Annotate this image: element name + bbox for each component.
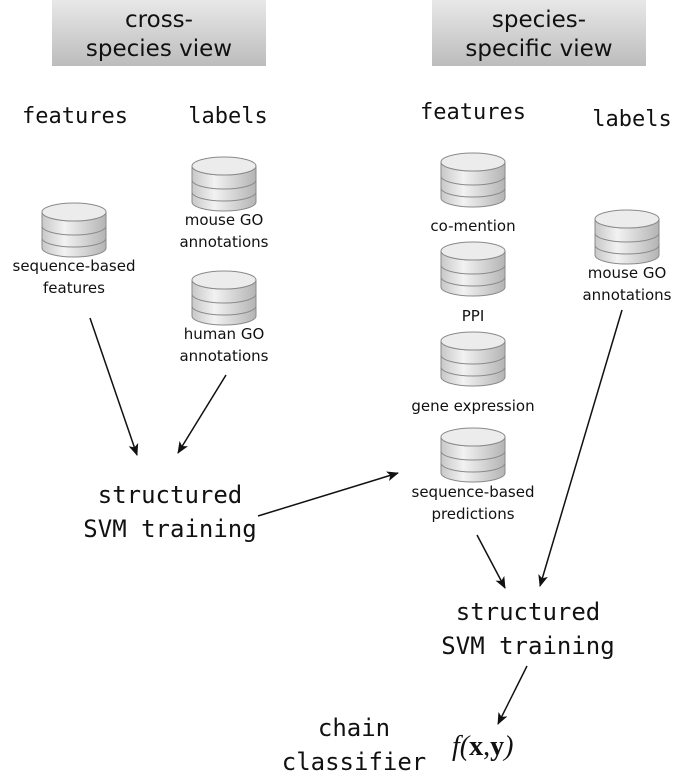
db-label-line1: sequence-based — [13, 257, 136, 275]
db-label-line1: human GO — [184, 325, 265, 343]
left-labels-header: labels — [188, 104, 267, 129]
classifier-label: classifier — [282, 748, 427, 775]
title-line1: species- — [492, 7, 586, 33]
arrow-mouse-labels-to-training — [538, 309, 623, 587]
database-icon — [440, 331, 506, 387]
mouse-go-database-left: mouse GO annotations — [179, 156, 269, 251]
right-features-header: features — [420, 100, 526, 125]
formula-f: f( — [452, 731, 471, 762]
mouse-go-database-right: mouse GO annotations — [582, 209, 672, 304]
title-line1: cross- — [125, 7, 193, 33]
db-label-line2: annotations — [179, 233, 268, 251]
formula-comma: , — [483, 731, 490, 762]
db-label-line1: mouse GO — [185, 211, 264, 229]
sequence-features-database: sequence-based features — [13, 202, 136, 297]
database-icon — [440, 241, 506, 297]
formula-y: y — [490, 731, 504, 762]
database-icon — [440, 427, 506, 483]
database-icon — [594, 209, 660, 265]
ppi-database: PPI — [440, 241, 506, 325]
database-icon — [41, 202, 107, 258]
database-icon — [191, 156, 257, 212]
arrow-training-to-classifier — [497, 665, 528, 725]
right-labels-header: labels — [592, 107, 671, 132]
db-label-line2: annotations — [179, 347, 268, 365]
database-icon — [191, 270, 257, 326]
sequence-predictions-database: sequence-based predictions — [412, 427, 535, 523]
db-label-line1: mouse GO — [588, 264, 667, 282]
left-training-line2: SVM training — [83, 515, 256, 543]
formula-x: x — [469, 731, 483, 762]
gene-expression-database: gene expression — [411, 331, 535, 415]
title-box-background — [52, 0, 266, 66]
db-label-line2: features — [43, 279, 105, 297]
left-features-header: features — [22, 104, 128, 129]
right-training-line2: SVM training — [441, 632, 614, 660]
human-go-database: human GO annotations — [179, 270, 269, 365]
database-icon — [440, 152, 506, 208]
title-line2: specific view — [465, 36, 612, 62]
species-specific-title-box: species- specific view — [432, 0, 646, 66]
classifier-formula: f(x,y) — [452, 731, 513, 762]
db-label-line2: predictions — [431, 505, 514, 523]
chain-label: chain — [318, 714, 390, 742]
arrow-labels-to-training — [177, 374, 227, 454]
left-training-line1: structured — [98, 481, 243, 509]
right-training-line1: structured — [456, 598, 601, 626]
db-label-line1: co-mention — [430, 217, 515, 235]
co-mention-database: co-mention — [430, 152, 516, 235]
db-label-line2: annotations — [582, 286, 671, 304]
title-box-background — [432, 0, 646, 66]
arrow-training-to-predictions — [257, 471, 399, 517]
arrow-features-to-training — [89, 317, 139, 456]
title-line2: species view — [86, 36, 232, 62]
db-label-line1: gene expression — [411, 397, 534, 415]
arrow-predictions-to-training — [476, 534, 506, 589]
cross-species-title-box: cross- species view — [52, 0, 266, 66]
formula-close: ) — [502, 731, 513, 762]
db-label-line1: sequence-based — [412, 483, 535, 501]
db-label-line1: PPI — [462, 307, 485, 325]
